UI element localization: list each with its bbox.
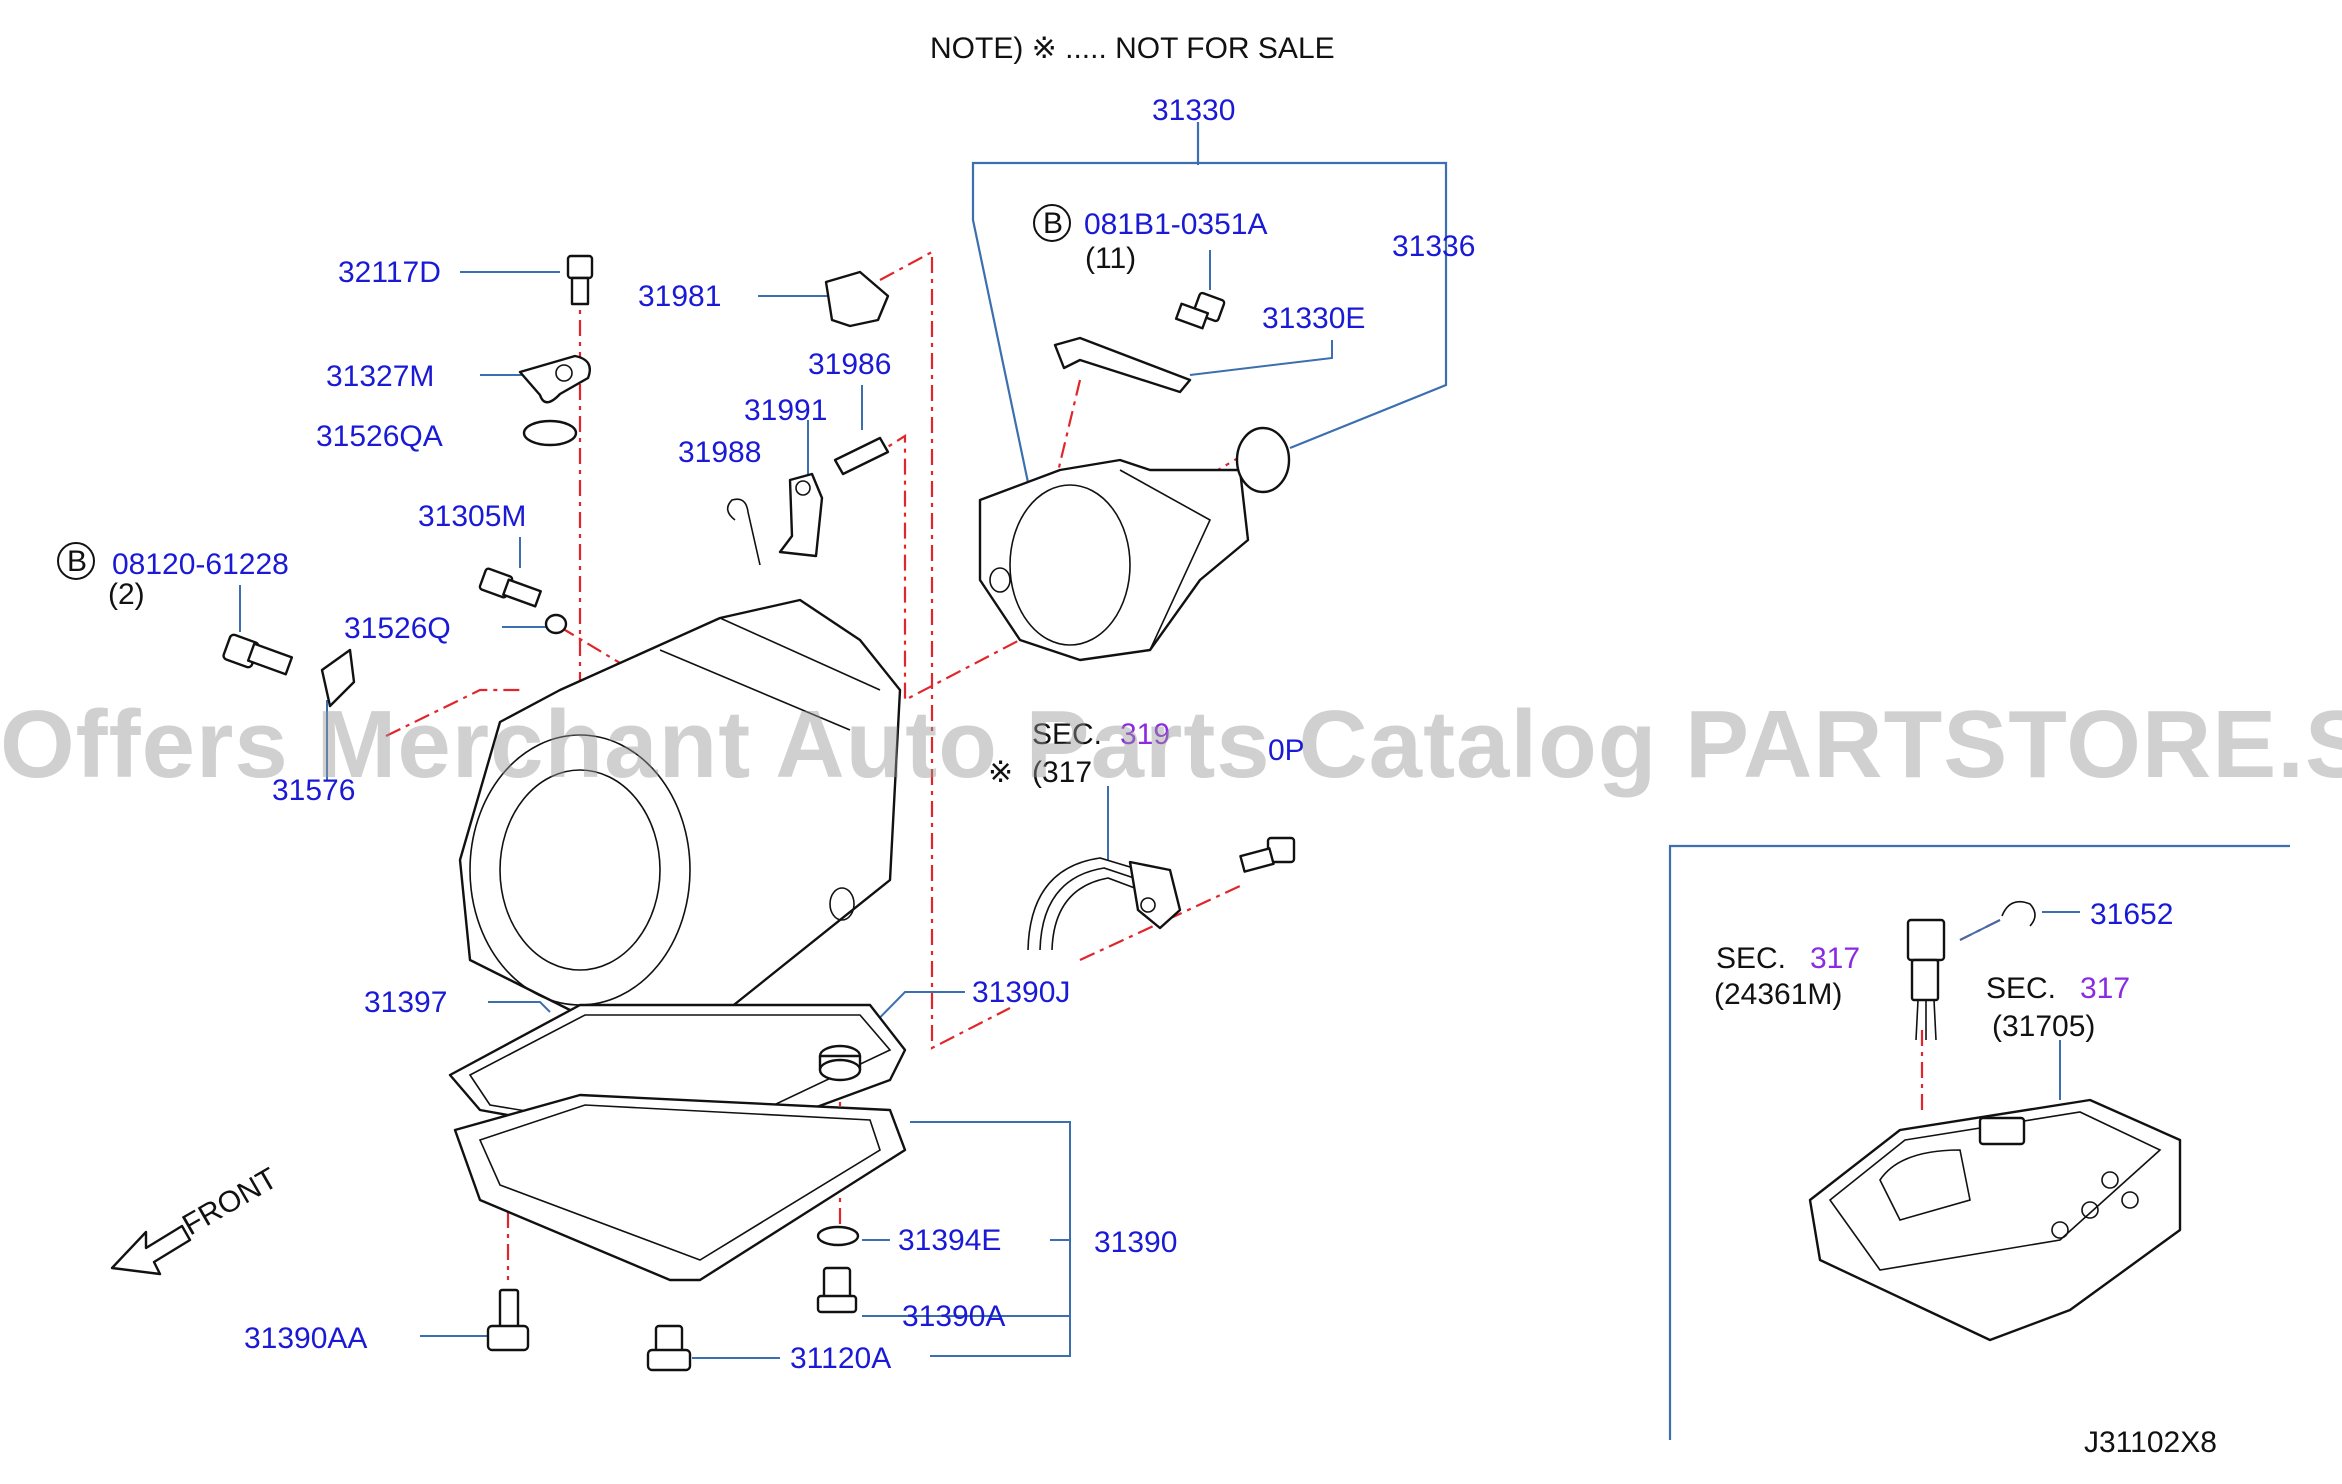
label-31397[interactable]: 31397 xyxy=(364,986,447,1019)
label-31526q[interactable]: 31526Q xyxy=(344,612,451,645)
part-bracket-31981 xyxy=(824,270,890,328)
label-31330[interactable]: 31330 xyxy=(1152,94,1235,127)
label-31305m[interactable]: 31305M xyxy=(418,500,526,533)
label-31991[interactable]: 31991 xyxy=(744,394,827,427)
part-seal-31336 xyxy=(1235,426,1291,494)
note-not-for-sale: NOTE) ※ ..... NOT FOR SALE xyxy=(930,32,1335,65)
part-connector-24361m xyxy=(1906,918,1946,1041)
front-arrow-icon xyxy=(110,1224,192,1276)
label-081b1-0351a[interactable]: 081B1-0351A xyxy=(1084,208,1268,241)
label-31988[interactable]: 31988 xyxy=(678,436,761,469)
sec-word-inset2: SEC. xyxy=(1986,972,2056,1005)
label-31390j[interactable]: 31390J xyxy=(972,976,1070,1009)
part-control-valve-31705 xyxy=(1808,1098,2182,1342)
inset-frame xyxy=(1668,844,2290,1440)
sec-word-main: SEC. xyxy=(1032,718,1102,751)
part-bolt-08120 xyxy=(222,633,294,676)
label-32117d[interactable]: 32117D xyxy=(338,256,441,289)
bolt-ref-b2: B xyxy=(67,545,87,578)
part-bolt-081b1 xyxy=(1174,291,1226,330)
sec-part-inset2: (31705) xyxy=(1992,1010,2095,1043)
bolt-ref-b1: B xyxy=(1043,207,1063,240)
label-31327m[interactable]: 31327M xyxy=(326,360,434,393)
sec-num-inset2[interactable]: 317 xyxy=(2080,972,2130,1005)
inset-leaders xyxy=(1959,911,2080,1100)
part-spring-31988 xyxy=(726,498,761,566)
diagram-code: J31102X8 xyxy=(2084,1426,2217,1459)
part-bracket-31576 xyxy=(320,648,356,708)
label-31981[interactable]: 31981 xyxy=(638,280,721,313)
sec-num-inset1[interactable]: 317 xyxy=(1810,942,1860,975)
label-31986[interactable]: 31986 xyxy=(808,348,891,381)
label-sec319-bolt[interactable]: 0P xyxy=(1268,734,1305,767)
sec-word-inset1: SEC. xyxy=(1716,942,1786,975)
part-oring-31526qa xyxy=(522,419,578,447)
part-labels: 31330 B 081B1-0351A (11) 31336 31330E 32… xyxy=(57,94,2217,1459)
part-bolt-32117d xyxy=(566,254,594,306)
part-washer-31394e xyxy=(816,1225,860,1247)
part-magnet-31390j xyxy=(818,1044,862,1082)
label-31652[interactable]: 31652 xyxy=(2090,898,2173,931)
part-clip-31652 xyxy=(2001,900,2036,927)
not-for-sale-mark: ※ xyxy=(988,756,1013,789)
label-31394e[interactable]: 31394E xyxy=(898,1224,1001,1257)
label-31330e[interactable]: 31330E xyxy=(1262,302,1365,335)
sec-part-main: (317 xyxy=(1032,756,1092,789)
label-31576[interactable]: 31576 xyxy=(272,774,355,807)
part-transmission-case xyxy=(458,598,902,1052)
part-bracket-31330e xyxy=(1053,336,1192,394)
part-plate-31327m xyxy=(518,354,592,404)
part-bolt-sec319 xyxy=(1239,836,1296,873)
part-oring-31526q xyxy=(544,613,568,635)
qty-08120: (2) xyxy=(108,578,145,611)
part-lever-31991 xyxy=(778,472,824,558)
label-31336[interactable]: 31336 xyxy=(1392,230,1475,263)
part-bolt-31390aa xyxy=(486,1288,530,1352)
label-31390[interactable]: 31390 xyxy=(1094,1226,1177,1259)
label-31390a[interactable]: 31390A xyxy=(902,1300,1005,1333)
label-31526qa[interactable]: 31526QA xyxy=(316,420,443,453)
part-plug-31120a xyxy=(646,1324,692,1372)
qty-081b1: (11) xyxy=(1085,242,1136,275)
part-bolt-31305m xyxy=(478,567,542,608)
part-extension-housing-31330 xyxy=(978,458,1250,662)
part-harness-sec319 xyxy=(1027,857,1182,951)
bolt-ref-circle xyxy=(1033,204,1071,242)
sec-num-main[interactable]: 319 xyxy=(1120,718,1170,751)
bolt-ref-circle-2 xyxy=(57,542,95,580)
label-08120-61228[interactable]: 08120-61228 xyxy=(112,548,289,581)
label-31120a[interactable]: 31120A xyxy=(790,1342,891,1375)
part-oil-pan-31390 xyxy=(453,1093,907,1282)
leader-lines xyxy=(239,122,1448,1359)
part-pin-31986 xyxy=(833,436,890,476)
sec-part-inset1: (24361M) xyxy=(1714,978,1842,1011)
front-label: FRONT xyxy=(177,1162,283,1242)
part-plug-31390a xyxy=(816,1266,858,1314)
label-31390aa[interactable]: 31390AA xyxy=(244,1322,367,1355)
